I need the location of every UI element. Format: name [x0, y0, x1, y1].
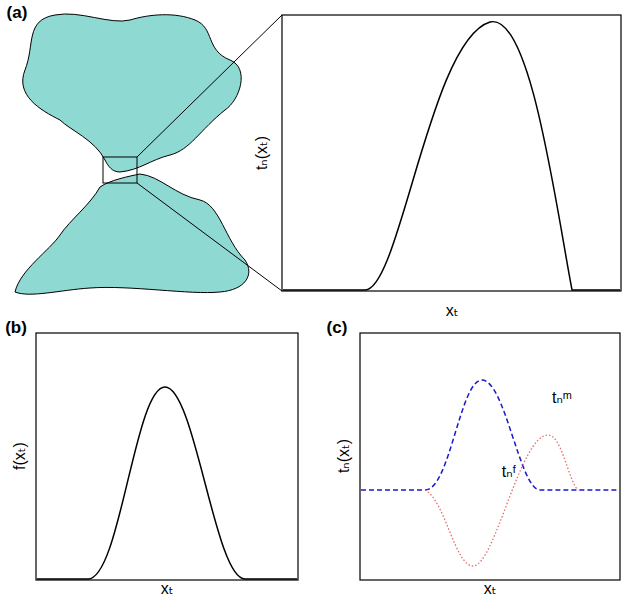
fluid-traction-curve [425, 435, 578, 566]
traction-curve [283, 22, 620, 290]
upper-body [23, 14, 241, 172]
axis-label: tₙ(xₜ) [254, 136, 270, 170]
plot-frame [36, 333, 298, 580]
distribution-curve [37, 387, 297, 579]
panel-letter: (a) [7, 4, 28, 21]
panel-letter: (c) [327, 319, 348, 336]
zoom-line [137, 183, 282, 291]
zoom-line [137, 15, 282, 157]
axis-label: xₜ [161, 581, 174, 597]
plot-frame [282, 15, 621, 291]
panel-letter: (b) [5, 319, 27, 336]
axis-label: xₜ [446, 303, 459, 319]
curve-label: tₙᵐ [552, 390, 572, 406]
curve-label: tₙᶠ [502, 464, 516, 480]
axis-label: xₜ [484, 581, 497, 597]
normal-traction-curve [361, 380, 619, 490]
lower-body [15, 174, 249, 294]
axis-label: tₙ(xₜ) [336, 439, 352, 473]
zoom-region [103, 157, 137, 183]
axis-label: f(xₜ) [12, 442, 28, 470]
plot-frame [360, 333, 620, 580]
